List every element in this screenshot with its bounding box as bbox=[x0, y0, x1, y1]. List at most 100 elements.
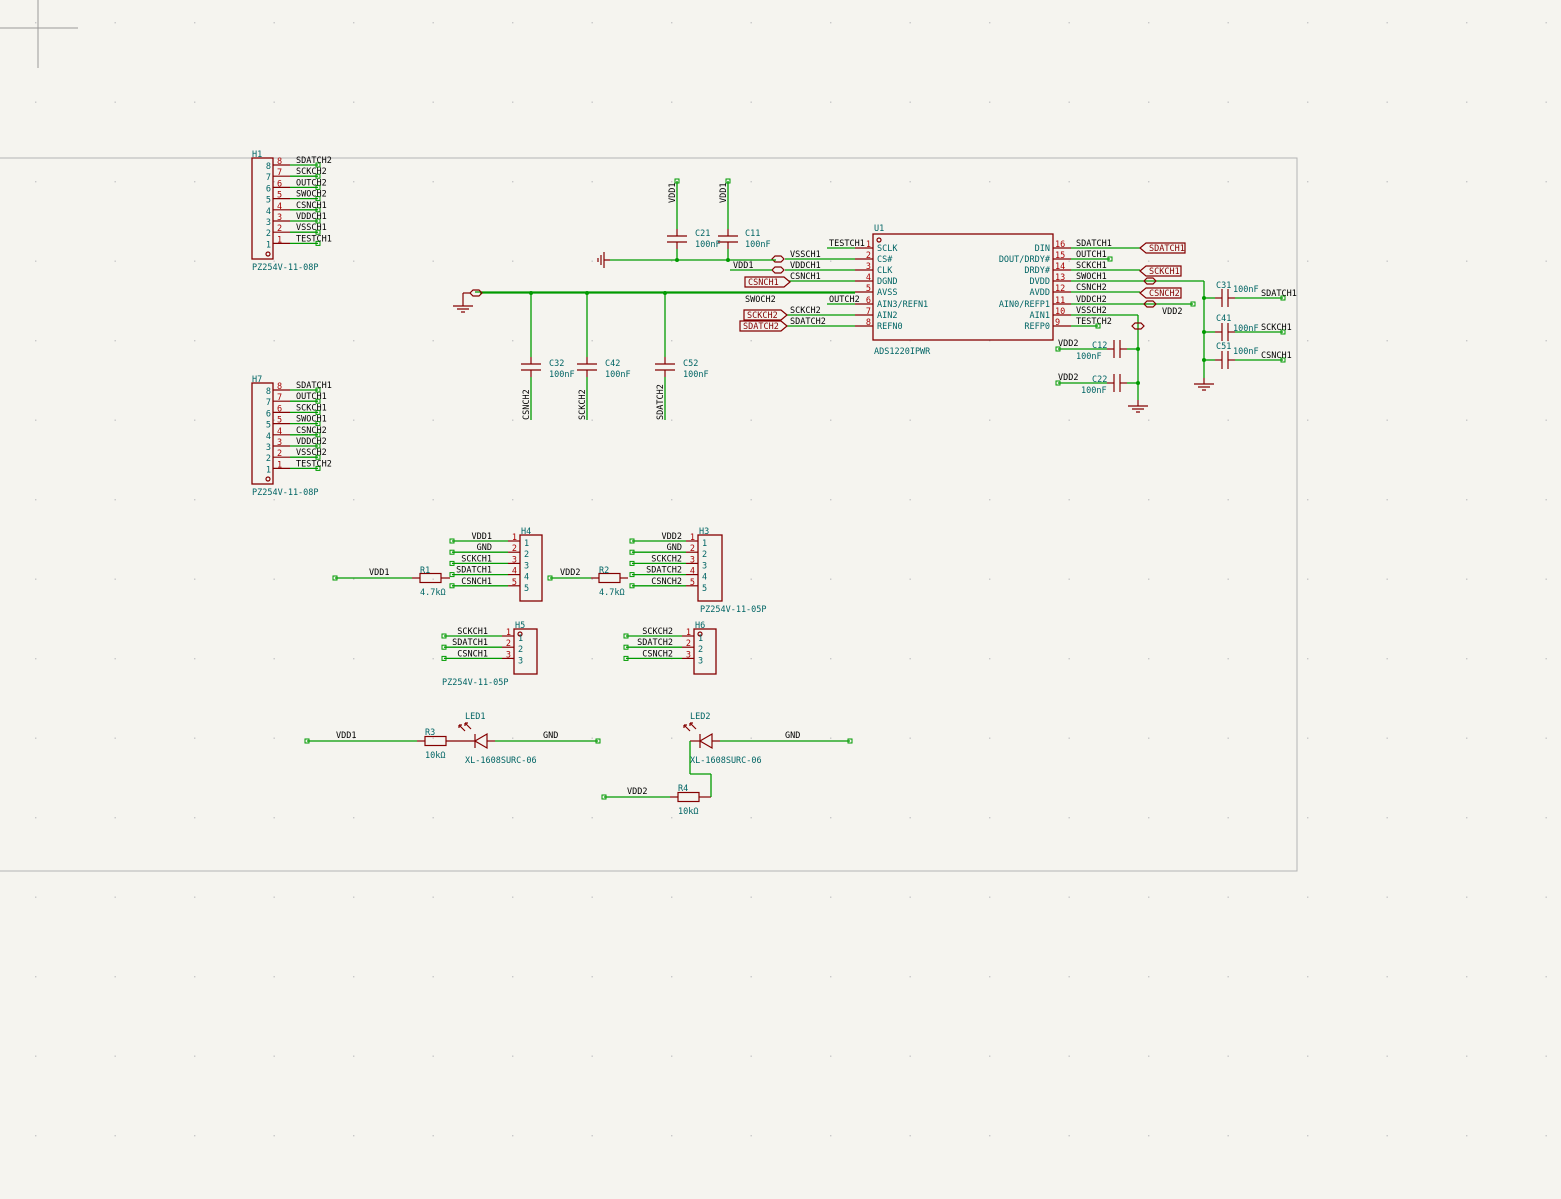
wire-end-terminal[interactable] bbox=[1280, 357, 1286, 363]
global-label[interactable]: SCKCH1 bbox=[1139, 265, 1182, 277]
net-tie-icon bbox=[1143, 277, 1157, 285]
pin-name: DVDD bbox=[1030, 277, 1050, 287]
pin-number: 1 bbox=[686, 628, 691, 638]
wire-end-terminal[interactable] bbox=[623, 655, 629, 661]
net-label: SDATCH2 bbox=[637, 638, 673, 648]
wire-end-terminal[interactable] bbox=[441, 633, 447, 639]
wire-end-terminal[interactable] bbox=[315, 409, 321, 415]
wire-end-terminal[interactable] bbox=[629, 549, 635, 555]
wire-end-terminal[interactable] bbox=[595, 738, 601, 744]
wire-end-terminal[interactable] bbox=[315, 454, 321, 460]
wire-end-terminal[interactable] bbox=[629, 583, 635, 589]
junction-dot bbox=[1202, 330, 1206, 334]
wire-end-terminal[interactable] bbox=[547, 575, 553, 581]
power-wiring[interactable] bbox=[453, 252, 1214, 413]
wire-end-terminal[interactable] bbox=[315, 162, 321, 168]
wire-end-terminal[interactable] bbox=[1280, 295, 1286, 301]
wire-end-terminal[interactable] bbox=[315, 184, 321, 190]
wire-end-terminal[interactable] bbox=[315, 432, 321, 438]
wire-end-terminal[interactable] bbox=[315, 443, 321, 449]
wire-end-terminal[interactable] bbox=[315, 465, 321, 471]
wire-end-terminal[interactable] bbox=[725, 178, 731, 184]
wire-end-terminal[interactable] bbox=[315, 196, 321, 202]
net-label: CSNCH2 bbox=[522, 389, 532, 420]
wire-end-terminal[interactable] bbox=[847, 738, 853, 744]
global-label[interactable]: CSNCH1 bbox=[744, 276, 791, 288]
net-label: OUTCH1 bbox=[1076, 250, 1107, 260]
ground-icon bbox=[1128, 400, 1148, 413]
wire-end-terminal[interactable] bbox=[674, 178, 680, 184]
wire-end-terminal[interactable] bbox=[629, 538, 635, 544]
wire-end-terminal[interactable] bbox=[441, 644, 447, 650]
wire-end-terminal[interactable] bbox=[601, 794, 607, 800]
wire-end-terminal[interactable] bbox=[315, 240, 321, 246]
wire-end-terminal[interactable] bbox=[449, 560, 455, 566]
junction-dot bbox=[726, 258, 730, 262]
pin-number: 1 bbox=[690, 533, 695, 543]
wire-end-terminal[interactable] bbox=[304, 738, 310, 744]
connector-h3[interactable]: H3PZ254V-11-05P11VDD222GND33SCKCH244SDAT… bbox=[629, 527, 767, 615]
wire-end-terminal[interactable] bbox=[1190, 301, 1196, 307]
wire-end-terminal[interactable] bbox=[623, 644, 629, 650]
wire-end-terminal[interactable] bbox=[315, 387, 321, 393]
net-label: SCKCH2 bbox=[642, 627, 673, 637]
net-label: CSNCH2 bbox=[651, 577, 682, 587]
net-label: VDD2 bbox=[560, 568, 580, 578]
wire-end-terminal[interactable] bbox=[1095, 323, 1101, 329]
global-label[interactable]: CSNCH2 bbox=[1139, 287, 1182, 299]
global-label[interactable]: SDATCH1 bbox=[1139, 242, 1186, 254]
wire-end-terminal[interactable] bbox=[315, 398, 321, 404]
wire-end-terminal[interactable] bbox=[315, 229, 321, 235]
wire-end-terminal[interactable] bbox=[449, 538, 455, 544]
net-label: CSNCH1 bbox=[1261, 351, 1292, 361]
wire-end-terminal[interactable] bbox=[1107, 256, 1113, 262]
wire-end-terminal[interactable] bbox=[332, 575, 338, 581]
global-label[interactable]: SDATCH2 bbox=[739, 320, 788, 332]
component-reference: R4 bbox=[678, 784, 688, 794]
pin-number: 7 bbox=[277, 168, 282, 178]
wire-end-terminal[interactable] bbox=[449, 572, 455, 578]
wire-end-terminal[interactable] bbox=[441, 655, 447, 661]
pin-number: 4 bbox=[690, 567, 695, 577]
wire-end-terminal[interactable] bbox=[449, 549, 455, 555]
wire-end-terminal[interactable] bbox=[1055, 346, 1061, 352]
wire-end-terminal[interactable] bbox=[629, 572, 635, 578]
net-label: SCKCH1 bbox=[1261, 323, 1292, 333]
ic-body bbox=[872, 233, 1054, 341]
wire-end-terminal[interactable] bbox=[449, 583, 455, 589]
pin-number: 4 bbox=[512, 567, 517, 577]
wire-end-terminal[interactable] bbox=[315, 207, 321, 213]
wire-end-terminal[interactable] bbox=[629, 560, 635, 566]
wire-end-terminal[interactable] bbox=[315, 218, 321, 224]
wire-end-terminal[interactable] bbox=[623, 633, 629, 639]
wire-end-terminal[interactable] bbox=[1055, 380, 1061, 386]
global-label-text: SCKCH1 bbox=[1149, 267, 1180, 277]
wire-end-terminal[interactable] bbox=[315, 173, 321, 179]
wire-end-terminal[interactable] bbox=[1280, 329, 1286, 335]
wire-end-terminal[interactable] bbox=[315, 421, 321, 427]
net-label: VSSCH2 bbox=[296, 448, 327, 458]
global-label[interactable]: SCKCH2 bbox=[743, 309, 788, 321]
